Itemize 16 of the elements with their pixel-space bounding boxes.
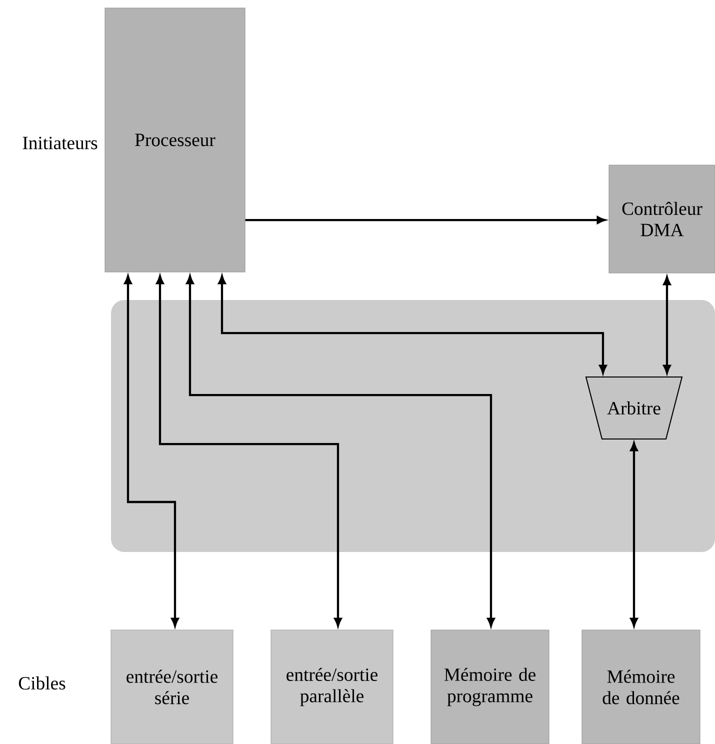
arrow [245,216,606,224]
arrow [663,276,671,374]
arrow [218,275,607,374]
arrow [156,275,342,627]
bus-panel [111,300,715,552]
side-label: Cibles [18,676,66,690]
component-box: Processeur [104,8,246,272]
arrow [124,275,179,627]
component-box: entrée/sortie parallèle [270,630,394,744]
arrow [186,275,495,627]
component-box: Mémoire de donnée [582,630,700,744]
component-box: Mémoire de programme [430,630,550,744]
component-box: Contrôleur DMA [608,164,715,274]
arbiter-trapezium: Arbitre [585,376,683,440]
component-box: entrée/sortie série [110,630,234,744]
arrow [630,442,638,627]
